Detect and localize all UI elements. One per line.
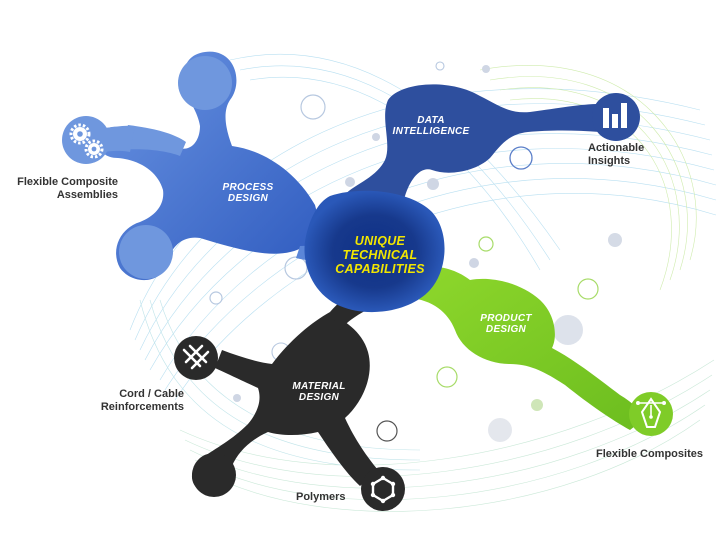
- process-design-label-line: DESIGN: [227, 193, 269, 204]
- center-hub: [304, 190, 445, 313]
- material-design-label-line: MATERIAL: [292, 381, 346, 392]
- process-design-label: PROCESS DESIGN: [208, 182, 288, 204]
- cord-cable-reinforcements-label: Cord / Cable Reinforcements: [92, 388, 184, 414]
- material-design-label-line: DESIGN: [298, 392, 340, 403]
- pen-nib-icon: [629, 392, 673, 436]
- label-line: Flexible Composite: [17, 176, 118, 188]
- data-intelligence-label-line: DATA: [417, 115, 445, 126]
- label-line: Polymers: [296, 491, 346, 503]
- label-line: Assemblies: [56, 189, 118, 201]
- data-intelligence-label: DATA INTELLIGENCE: [383, 115, 479, 137]
- center-label-line: TECHNICAL: [342, 248, 418, 262]
- label-line: Cord / Cable: [119, 388, 184, 400]
- polymers-label: Polymers: [296, 491, 356, 504]
- label-line: Actionable: [588, 142, 645, 154]
- gears-connector: [104, 125, 135, 152]
- bar-chart-icon: [592, 93, 640, 141]
- center-label-line: UNIQUE: [354, 234, 406, 248]
- material-design-label: MATERIAL DESIGN: [279, 381, 359, 403]
- process-design-node: [99, 51, 348, 281]
- data-intelligence-label-line: INTELLIGENCE: [392, 126, 470, 137]
- hexagon-molecule-icon: [361, 467, 405, 511]
- process-design-label-line: PROCESS: [222, 182, 274, 193]
- label-line: Insights: [588, 155, 631, 167]
- gears-icon: [62, 116, 110, 164]
- label-line: Flexible Composites: [596, 448, 703, 460]
- flexible-composite-assemblies-label: Flexible Composite Assemblies: [10, 176, 118, 202]
- woven-fabric-icon: [174, 336, 218, 380]
- center-label-line: CAPABILITIES: [335, 262, 425, 276]
- product-design-label: PRODUCT DESIGN: [466, 313, 546, 335]
- product-design-node: [400, 266, 645, 430]
- flexible-composites-label: Flexible Composites: [596, 448, 714, 461]
- center-label: UNIQUE TECHNICAL CAPABILITIES: [318, 234, 442, 276]
- label-line: Reinforcements: [100, 401, 184, 413]
- product-design-label-line: PRODUCT: [480, 313, 532, 324]
- product-design-label-line: DESIGN: [485, 324, 527, 335]
- actionable-insights-label: Actionable Insights: [588, 142, 658, 168]
